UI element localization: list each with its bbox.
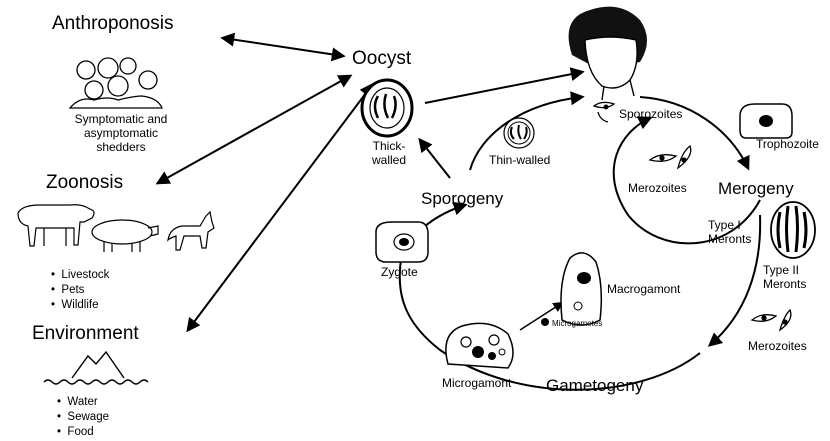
sporozoites-icon	[594, 102, 614, 122]
cow-icon	[18, 205, 94, 246]
sporogeny-label: Sporogeny	[421, 189, 503, 209]
caption-line: Symptomatic and	[56, 113, 186, 127]
merozoites-bottom-icon	[752, 310, 791, 330]
trophozoite-icon	[740, 104, 792, 138]
arrow-environment-oocyst	[188, 85, 372, 330]
arrow-oocyst-to-host	[425, 72, 582, 103]
caption-line: asymptomatic	[56, 127, 186, 141]
label-line: Type I	[708, 219, 751, 233]
trophozoite-label: Trophozoite	[756, 138, 819, 152]
pig-icon	[92, 220, 158, 252]
zoonosis-list: Livestock Pets Wildlife	[51, 268, 109, 313]
arrow-anthroponosis-oocyst	[223, 38, 343, 56]
thin-walled-oocyst-icon	[504, 118, 534, 148]
human-face-icon	[569, 7, 647, 100]
microgamete-icon	[541, 318, 549, 326]
thin-walled-label: Thin-walled	[489, 154, 550, 168]
sporozoites-label: Sporozoites	[619, 108, 682, 122]
list-item: Food	[57, 425, 109, 440]
anthroponosis-title: Anthroponosis	[52, 13, 173, 35]
mountain-water-icon	[44, 352, 148, 384]
list-item: Sewage	[57, 410, 109, 425]
arrow-sporogeny-to-thickwalled	[420, 140, 450, 178]
merozoites-top-icon	[650, 146, 691, 168]
label-line: walled	[362, 154, 416, 168]
people-group-icon	[70, 58, 162, 108]
macrogamont-icon	[561, 253, 601, 325]
label-line: Thick-	[362, 140, 416, 154]
merozoites-top-label: Merozoites	[628, 182, 687, 196]
merozoites-bottom-label: Merozoites	[748, 340, 807, 354]
microgamont-icon	[446, 323, 513, 368]
type-one-meronts-label: Type I Meronts	[708, 219, 751, 247]
environment-list: Water Sewage Food	[57, 395, 109, 440]
list-item: Wildlife	[51, 298, 109, 313]
gametogeny-label: Gametogeny	[546, 376, 643, 396]
zygote-label: Zygote	[381, 266, 418, 280]
type-one-meronts-icon	[771, 202, 815, 258]
label-line: Meronts	[763, 278, 806, 292]
list-item: Pets	[51, 283, 109, 298]
merogeny-label: Merogeny	[718, 179, 794, 199]
microgametes-label: Microgametes	[552, 319, 602, 328]
microgamont-label: Microgamont	[442, 377, 511, 391]
oocyst-title: Oocyst	[352, 48, 411, 70]
zygote-icon	[376, 222, 428, 262]
label-line: Meronts	[708, 233, 751, 247]
dog-icon	[168, 212, 214, 250]
type-two-meronts-label: Type II Meronts	[763, 264, 806, 292]
macrogamont-label: Macrogamont	[607, 283, 680, 297]
list-item: Water	[57, 395, 109, 410]
anthroponosis-caption: Symptomatic and asymptomatic shedders	[56, 113, 186, 154]
label-line: Type II	[763, 264, 806, 278]
list-item: Livestock	[51, 268, 109, 283]
thick-walled-label: Thick- walled	[362, 140, 416, 168]
zoonosis-title: Zoonosis	[46, 172, 123, 194]
thick-walled-oocyst-icon	[362, 80, 412, 136]
environment-title: Environment	[32, 323, 139, 345]
caption-line: shedders	[56, 141, 186, 155]
arrow-zoonosis-oocyst	[158, 76, 350, 183]
